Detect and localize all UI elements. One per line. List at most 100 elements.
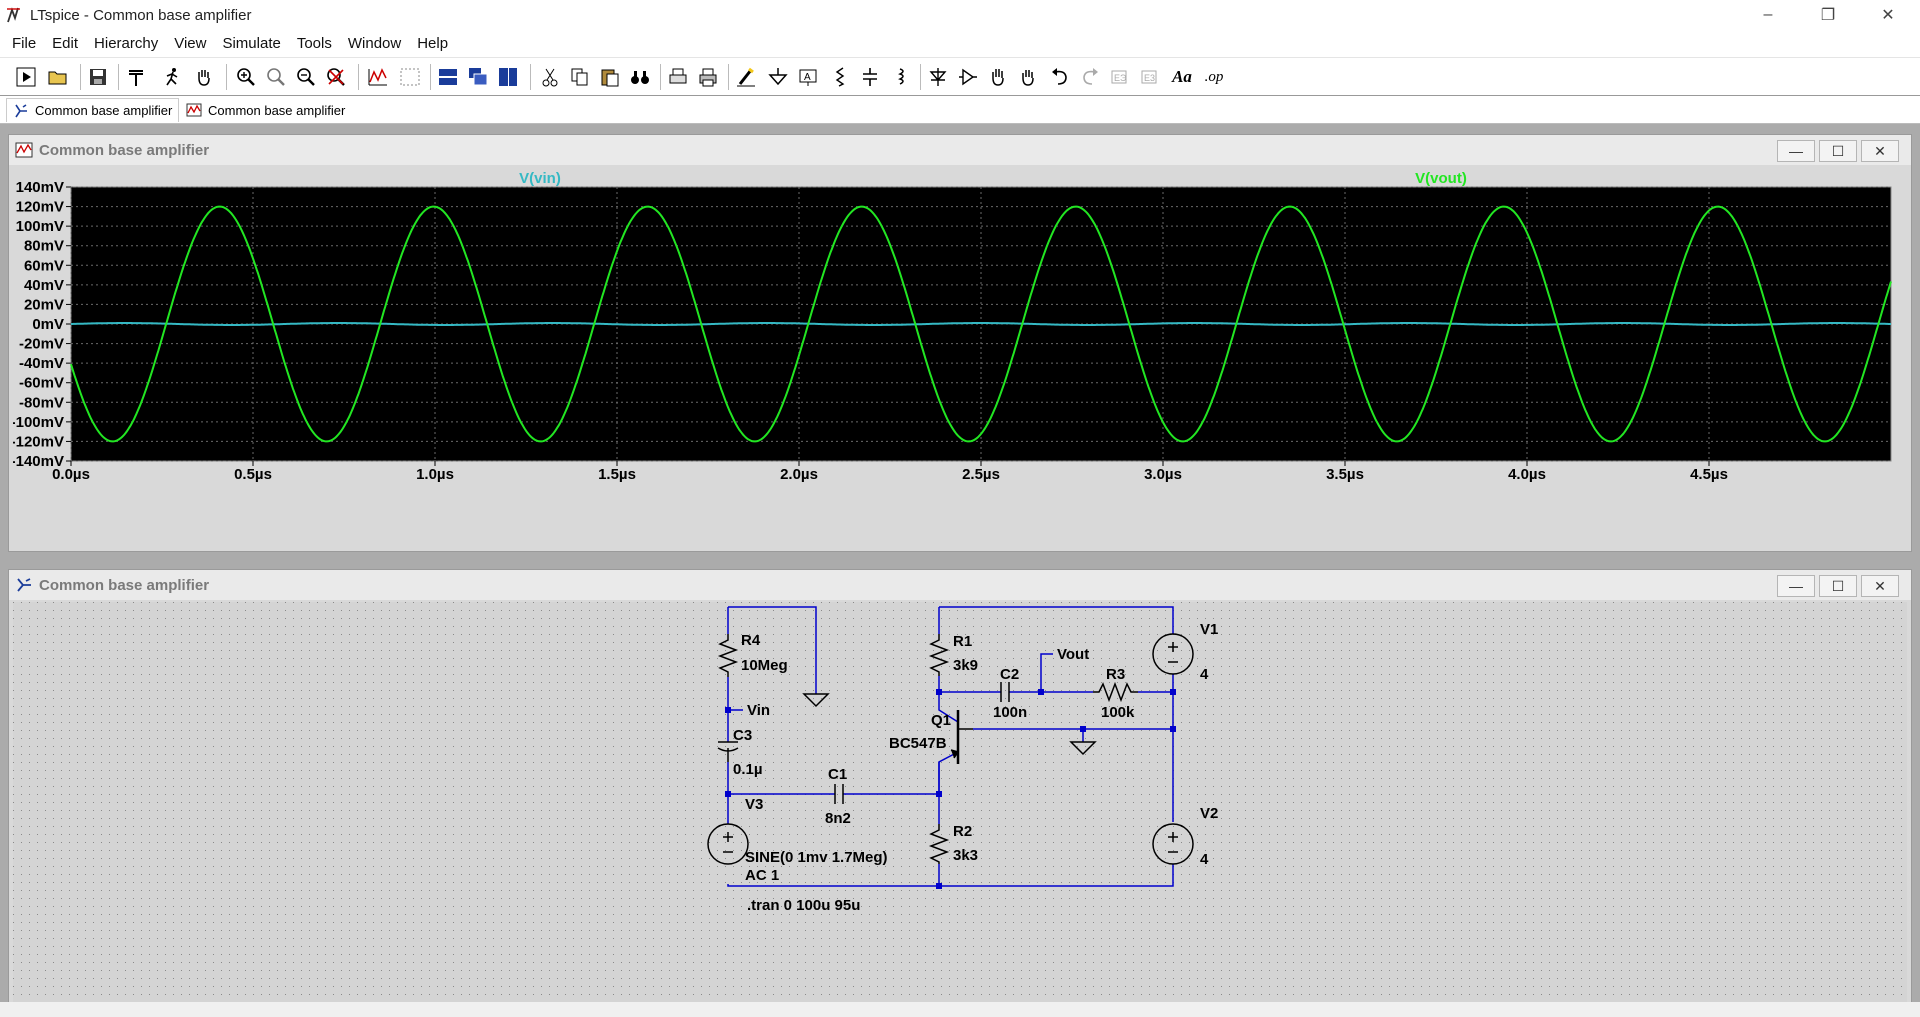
- r2-value: 3k3: [953, 847, 978, 864]
- tile-horizontal-icon[interactable]: [434, 63, 462, 91]
- wire[interactable]: [728, 606, 817, 694]
- capacitor-c2-symbol[interactable]: [1000, 682, 1010, 702]
- control-panel-icon[interactable]: [122, 63, 150, 91]
- wire[interactable]: [938, 692, 959, 723]
- schematic-window-titlebar[interactable]: Common base amplifier: [9, 570, 1911, 600]
- label-net-icon[interactable]: A: [794, 63, 822, 91]
- y-tick-label: 80mV: [24, 238, 64, 255]
- spice-directive[interactable]: .tran 0 100u 95u: [747, 897, 860, 914]
- schematic-minimize-button[interactable]: —: [1777, 575, 1815, 597]
- wire[interactable]: [727, 884, 939, 887]
- dot-grid: [13, 602, 1907, 1008]
- q1-value: BC547B: [889, 735, 947, 752]
- menu-hierarchy[interactable]: Hierarchy: [94, 34, 159, 52]
- diode-icon[interactable]: [924, 63, 952, 91]
- capacitor-c3-symbol[interactable]: [717, 741, 739, 762]
- restore-button[interactable]: ❐: [1820, 7, 1836, 24]
- title-bar: LTspice - Common base amplifier – ❐ ✕: [0, 0, 1920, 30]
- grid-icon[interactable]: [396, 63, 424, 91]
- status-bar: [0, 1002, 1920, 1017]
- component-icon[interactable]: [954, 63, 982, 91]
- zoom-box-icon[interactable]: [262, 63, 290, 91]
- print-icon[interactable]: [664, 63, 692, 91]
- source-v1-symbol[interactable]: [1152, 633, 1194, 675]
- drag-icon[interactable]: [1014, 63, 1042, 91]
- capacitor-c1-symbol[interactable]: [834, 784, 844, 804]
- resistor-r2-symbol[interactable]: [928, 824, 950, 864]
- tab-waveform[interactable]: Common base amplifier: [180, 98, 351, 122]
- schematic-canvas[interactable]: R4 10Meg Vin C3 0.1µ C1 8n2 V3 SINE(0 1m…: [13, 602, 1907, 1008]
- source-v3-symbol[interactable]: [707, 823, 749, 865]
- ground-icon[interactable]: [764, 63, 792, 91]
- copy-icon[interactable]: [566, 63, 594, 91]
- mirror-icon[interactable]: E3: [1136, 63, 1164, 91]
- pan-icon[interactable]: [190, 63, 218, 91]
- minimize-button[interactable]: –: [1763, 6, 1773, 23]
- run-icon[interactable]: [12, 63, 40, 91]
- zoom-in-icon[interactable]: [232, 63, 260, 91]
- wire[interactable]: [939, 864, 1174, 887]
- x-tick-label: 4.0µs: [1508, 466, 1546, 483]
- inductor-icon[interactable]: [888, 63, 916, 91]
- ltspice-app-icon: [7, 7, 20, 23]
- y-tick-label: -140mV: [13, 453, 64, 470]
- toolbar: A ЕЭ E3 Aa .op: [0, 58, 1920, 96]
- waveform-close-button[interactable]: ✕: [1861, 140, 1899, 162]
- y-tick-label: -80mV: [19, 394, 64, 411]
- wire[interactable]: [1040, 653, 1053, 692]
- ground-symbol-q1[interactable]: [1069, 741, 1097, 756]
- waveform-maximize-button[interactable]: ☐: [1819, 140, 1857, 162]
- open-icon[interactable]: [44, 63, 72, 91]
- resistor-icon[interactable]: [826, 63, 854, 91]
- resistor-r1-symbol[interactable]: [928, 634, 950, 676]
- redo-icon[interactable]: [1076, 63, 1104, 91]
- svg-text:ЕЭ: ЕЭ: [1114, 73, 1127, 83]
- zoom-out-icon[interactable]: [292, 63, 320, 91]
- schematic-drawing[interactable]: R4 10Meg Vin C3 0.1µ C1 8n2 V3 SINE(0 1m…: [13, 602, 1907, 1008]
- menu-simulate[interactable]: Simulate: [222, 34, 281, 52]
- spice-directive-icon[interactable]: .op: [1204, 68, 1224, 85]
- undo-icon[interactable]: [1046, 63, 1074, 91]
- autorange-icon[interactable]: [364, 63, 392, 91]
- r1-value: 3k9: [953, 657, 978, 674]
- menu-file[interactable]: File: [12, 34, 37, 52]
- wire[interactable]: [939, 606, 1174, 634]
- menu-window[interactable]: Window: [347, 34, 402, 52]
- waveform-minimize-button[interactable]: —: [1777, 140, 1815, 162]
- source-v2-symbol[interactable]: [1152, 823, 1194, 865]
- cut-icon[interactable]: [536, 63, 564, 91]
- menu-help[interactable]: Help: [417, 34, 449, 52]
- capacitor-icon[interactable]: [856, 63, 884, 91]
- c2-name: C2: [1000, 666, 1019, 683]
- schematic-maximize-button[interactable]: ☐: [1819, 575, 1857, 597]
- cascade-icon[interactable]: [464, 63, 492, 91]
- v2-value: 4: [1200, 851, 1209, 868]
- paste-icon[interactable]: [596, 63, 624, 91]
- draw-wire-icon[interactable]: [732, 63, 760, 91]
- find-icon[interactable]: [626, 63, 654, 91]
- resistor-r4-symbol[interactable]: [717, 634, 739, 677]
- menu-edit[interactable]: Edit: [52, 34, 79, 52]
- rotate-icon[interactable]: ЕЭ: [1106, 63, 1134, 91]
- c1-value: 8n2: [825, 810, 851, 827]
- tile-vertical-icon[interactable]: [494, 63, 522, 91]
- tab-schematic[interactable]: Common base amplifier: [6, 98, 180, 122]
- save-icon[interactable]: [84, 63, 112, 91]
- zoom-cancel-icon[interactable]: [322, 63, 350, 91]
- close-button[interactable]: ✕: [1881, 7, 1895, 24]
- print-setup-icon[interactable]: [694, 63, 722, 91]
- resistor-r3-symbol[interactable]: [1093, 681, 1138, 703]
- move-icon[interactable]: [984, 63, 1012, 91]
- schematic-close-button[interactable]: ✕: [1861, 575, 1899, 597]
- menu-tools[interactable]: Tools: [296, 34, 332, 52]
- text-icon[interactable]: Aa: [1172, 67, 1192, 86]
- y-tick-label: 100mV: [16, 218, 64, 235]
- schematic-window-title: Common base amplifier: [39, 576, 210, 594]
- waveform-chart[interactable]: 140mV120mV100mV80mV60mV40mV20mV0mV-20mV-…: [11, 167, 1907, 549]
- ground-symbol[interactable]: [802, 693, 830, 708]
- menu-view[interactable]: View: [174, 34, 207, 52]
- waveform-window-titlebar[interactable]: Common base amplifier: [9, 135, 1911, 165]
- run-halt-icon[interactable]: [158, 63, 186, 91]
